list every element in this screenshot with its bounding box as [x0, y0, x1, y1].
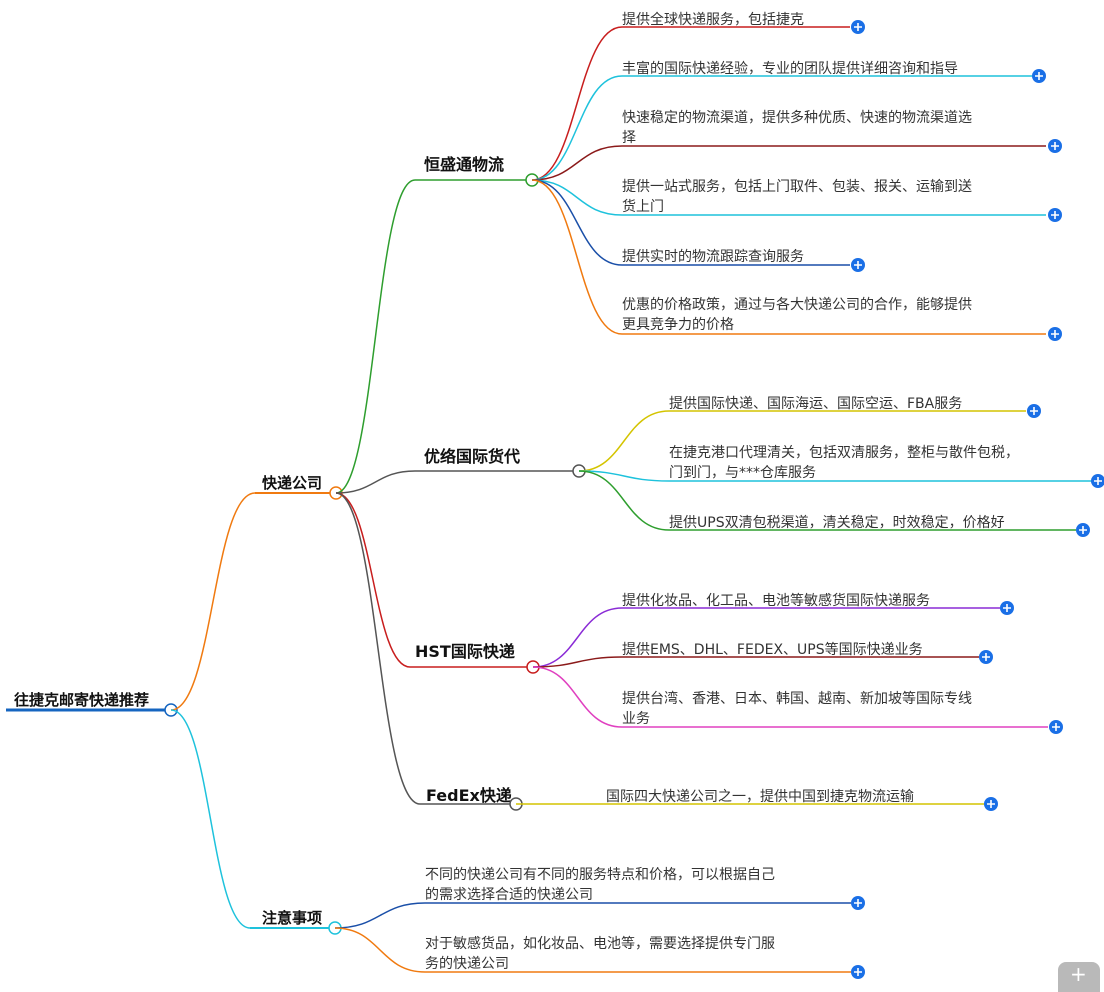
expand-plus-icon[interactable]: [1049, 720, 1063, 734]
leaf-text: 丰富的国际快递经验，专业的团队提供详细咨询和指导: [622, 60, 958, 77]
branch-title: 注意事项: [262, 909, 322, 927]
expand-plus-icon[interactable]: [851, 896, 865, 910]
branch-connector: [170, 492, 256, 711]
company-title: 优络国际货代: [424, 447, 520, 466]
expand-plus-icon[interactable]: [851, 258, 865, 272]
expand-plus-icon[interactable]: [1076, 523, 1090, 537]
leaf-text: 更具竞争力的价格: [622, 316, 734, 333]
root-title: 往捷克邮寄快递推荐: [14, 691, 149, 709]
item-connector: [531, 179, 623, 266]
expand-plus-icon[interactable]: [1000, 601, 1014, 615]
expand-plus-icon[interactable]: [851, 20, 865, 34]
leaf-text: 择: [622, 130, 636, 146]
expand-plus-icon[interactable]: [1091, 474, 1104, 488]
expand-plus-icon[interactable]: [979, 650, 993, 664]
item-connector: [334, 927, 426, 973]
leaf-text: 的需求选择合适的快递公司: [425, 887, 593, 903]
expand-plus-icon[interactable]: [984, 797, 998, 811]
item-connector: [532, 607, 623, 668]
leaf-text: 货上门: [622, 198, 664, 215]
expand-plus-icon[interactable]: [851, 965, 865, 979]
leaf-text: 提供化妆品、化工品、电池等敏感货国际快递服务: [622, 592, 930, 609]
leaf-text: 务的快递公司: [425, 956, 509, 972]
company-connector: [335, 470, 416, 494]
company-connector: [335, 179, 416, 494]
company-title: 恒盛通物流: [424, 155, 504, 174]
leaf-text: 提供实时的物流跟踪查询服务: [622, 249, 804, 265]
item-connector: [531, 75, 623, 181]
leaf-text: 提供全球快递服务，包括捷克: [622, 11, 804, 28]
expand-plus-icon[interactable]: [1048, 327, 1062, 341]
expand-plus-icon[interactable]: [1048, 208, 1062, 222]
company-connector: [335, 492, 421, 805]
leaf-text: 提供UPS双清包税渠道，清关稳定，时效稳定，价格好: [669, 515, 1005, 531]
company-title: HST国际快递: [415, 642, 515, 661]
expand-plus-icon[interactable]: [1032, 69, 1046, 83]
company-title: FedEx快递: [426, 786, 512, 805]
item-connector: [531, 179, 623, 216]
leaf-text: 提供一站式服务，包括上门取件、包装、报关、运输到送: [622, 179, 972, 195]
leaf-text: 对于敏感货品，如化妆品、电池等，需要选择提供专门服: [425, 935, 775, 952]
company-connector: [335, 492, 411, 668]
leaf-text: 提供台湾、香港、日本、韩国、越南、新加坡等国际专线: [622, 690, 972, 707]
leaf-text: 不同的快递公司有不同的服务特点和价格，可以根据自己: [425, 867, 775, 883]
leaf-text: 门到门，与***仓库服务: [669, 465, 816, 481]
branch-title: 快递公司: [262, 474, 322, 492]
item-connector: [578, 470, 670, 531]
leaf-text: 在捷克港口代理清关，包括双清服务，整柜与散件包税，: [669, 445, 1019, 461]
leaf-text: 提供国际快递、国际海运、国际空运、FBA服务: [669, 396, 962, 412]
expand-plus-icon[interactable]: +: [1058, 962, 1100, 992]
item-connector: [531, 145, 623, 181]
item-connector: [334, 902, 426, 929]
expand-plus-icon[interactable]: [1027, 404, 1041, 418]
leaf-text: 优惠的价格政策，通过与各大快递公司的合作，能够提供: [622, 296, 972, 313]
item-connector: [532, 666, 623, 728]
leaf-text: 快速稳定的物流渠道，提供多种优质、快速的物流渠道选: [622, 109, 972, 126]
leaf-text: 提供EMS、DHL、FEDEX、UPS等国际快递业务: [622, 641, 923, 658]
leaf-text: 国际四大快递公司之一，提供中国到捷克物流运输: [606, 789, 914, 805]
expand-plus-icon[interactable]: [1048, 139, 1062, 153]
item-connector: [532, 656, 623, 668]
item-connector: [531, 26, 623, 181]
item-connector: [531, 179, 623, 335]
item-connector: [578, 410, 670, 472]
item-connector: [578, 470, 670, 482]
leaf-text: 业务: [622, 711, 650, 727]
branch-connector: [170, 709, 251, 929]
